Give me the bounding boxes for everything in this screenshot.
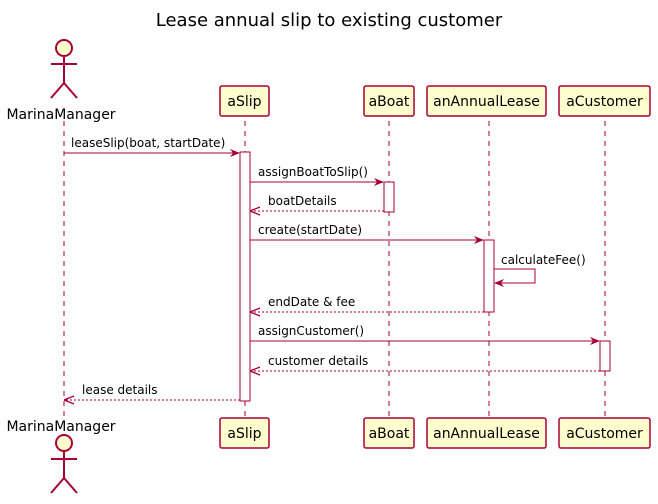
activation-acustomer (599, 340, 611, 372)
message-label-calculatefee: calculateFee() (501, 253, 586, 267)
message-label-create: create(startDate) (258, 223, 362, 237)
message-label-customer-details: customer details (268, 354, 368, 368)
participant-label-aboat-top: aBoat (369, 94, 410, 110)
participant-box-aslip-bottom (219, 417, 270, 449)
participant-label-anannuallease-bottom: anAnnualLease (433, 426, 540, 442)
participant-box-acustomer-bottom (558, 417, 651, 449)
participant-box-aboat-bottom (363, 417, 415, 449)
message-label-lease-details: lease details (82, 383, 158, 397)
actor-head-icon (55, 39, 73, 57)
participant-label-acustomer-bottom: aCustomer (566, 426, 643, 442)
message-label-assigncustomer: assignCustomer() (258, 324, 364, 338)
participant-box-aboat-top (363, 85, 415, 117)
actor-top: MarinaManager (6, 39, 116, 123)
diagram-title: Lease annual slip to existing customer (156, 10, 503, 31)
activation-aboat (383, 181, 395, 213)
participant-label-aslip-bottom: aSlip (227, 426, 261, 442)
participant-box-aslip-top (219, 85, 270, 117)
participant-box-acustomer-top (558, 85, 651, 117)
activation-anannuallease (483, 239, 495, 313)
activation-aslip (239, 151, 251, 402)
actor-name-top: MarinaManager (6, 107, 115, 123)
participant-box-anannuallease-top (426, 85, 547, 117)
message-arrow-calculatefee (494, 268, 536, 287)
message-label-assignboattoslip: assignBoatToSlip() (258, 165, 368, 179)
participant-label-anannuallease-top: anAnnualLease (433, 94, 540, 110)
actor-head-icon (55, 434, 73, 452)
actor-bottom: MarinaManager (6, 419, 116, 494)
participant-label-aslip-top: aSlip (227, 94, 261, 110)
participant-label-aboat-bottom: aBoat (369, 426, 410, 442)
message-label-boatdetails: boatDetails (268, 194, 337, 208)
actor-name-bottom: MarinaManager (6, 419, 115, 435)
participant-label-acustomer-top: aCustomer (566, 94, 643, 110)
participant-box-anannuallease-bottom (426, 417, 547, 449)
message-label-leaseslip: leaseSlip(boat, startDate) (71, 136, 225, 150)
message-label-enddate-fee: endDate & fee (268, 295, 355, 309)
